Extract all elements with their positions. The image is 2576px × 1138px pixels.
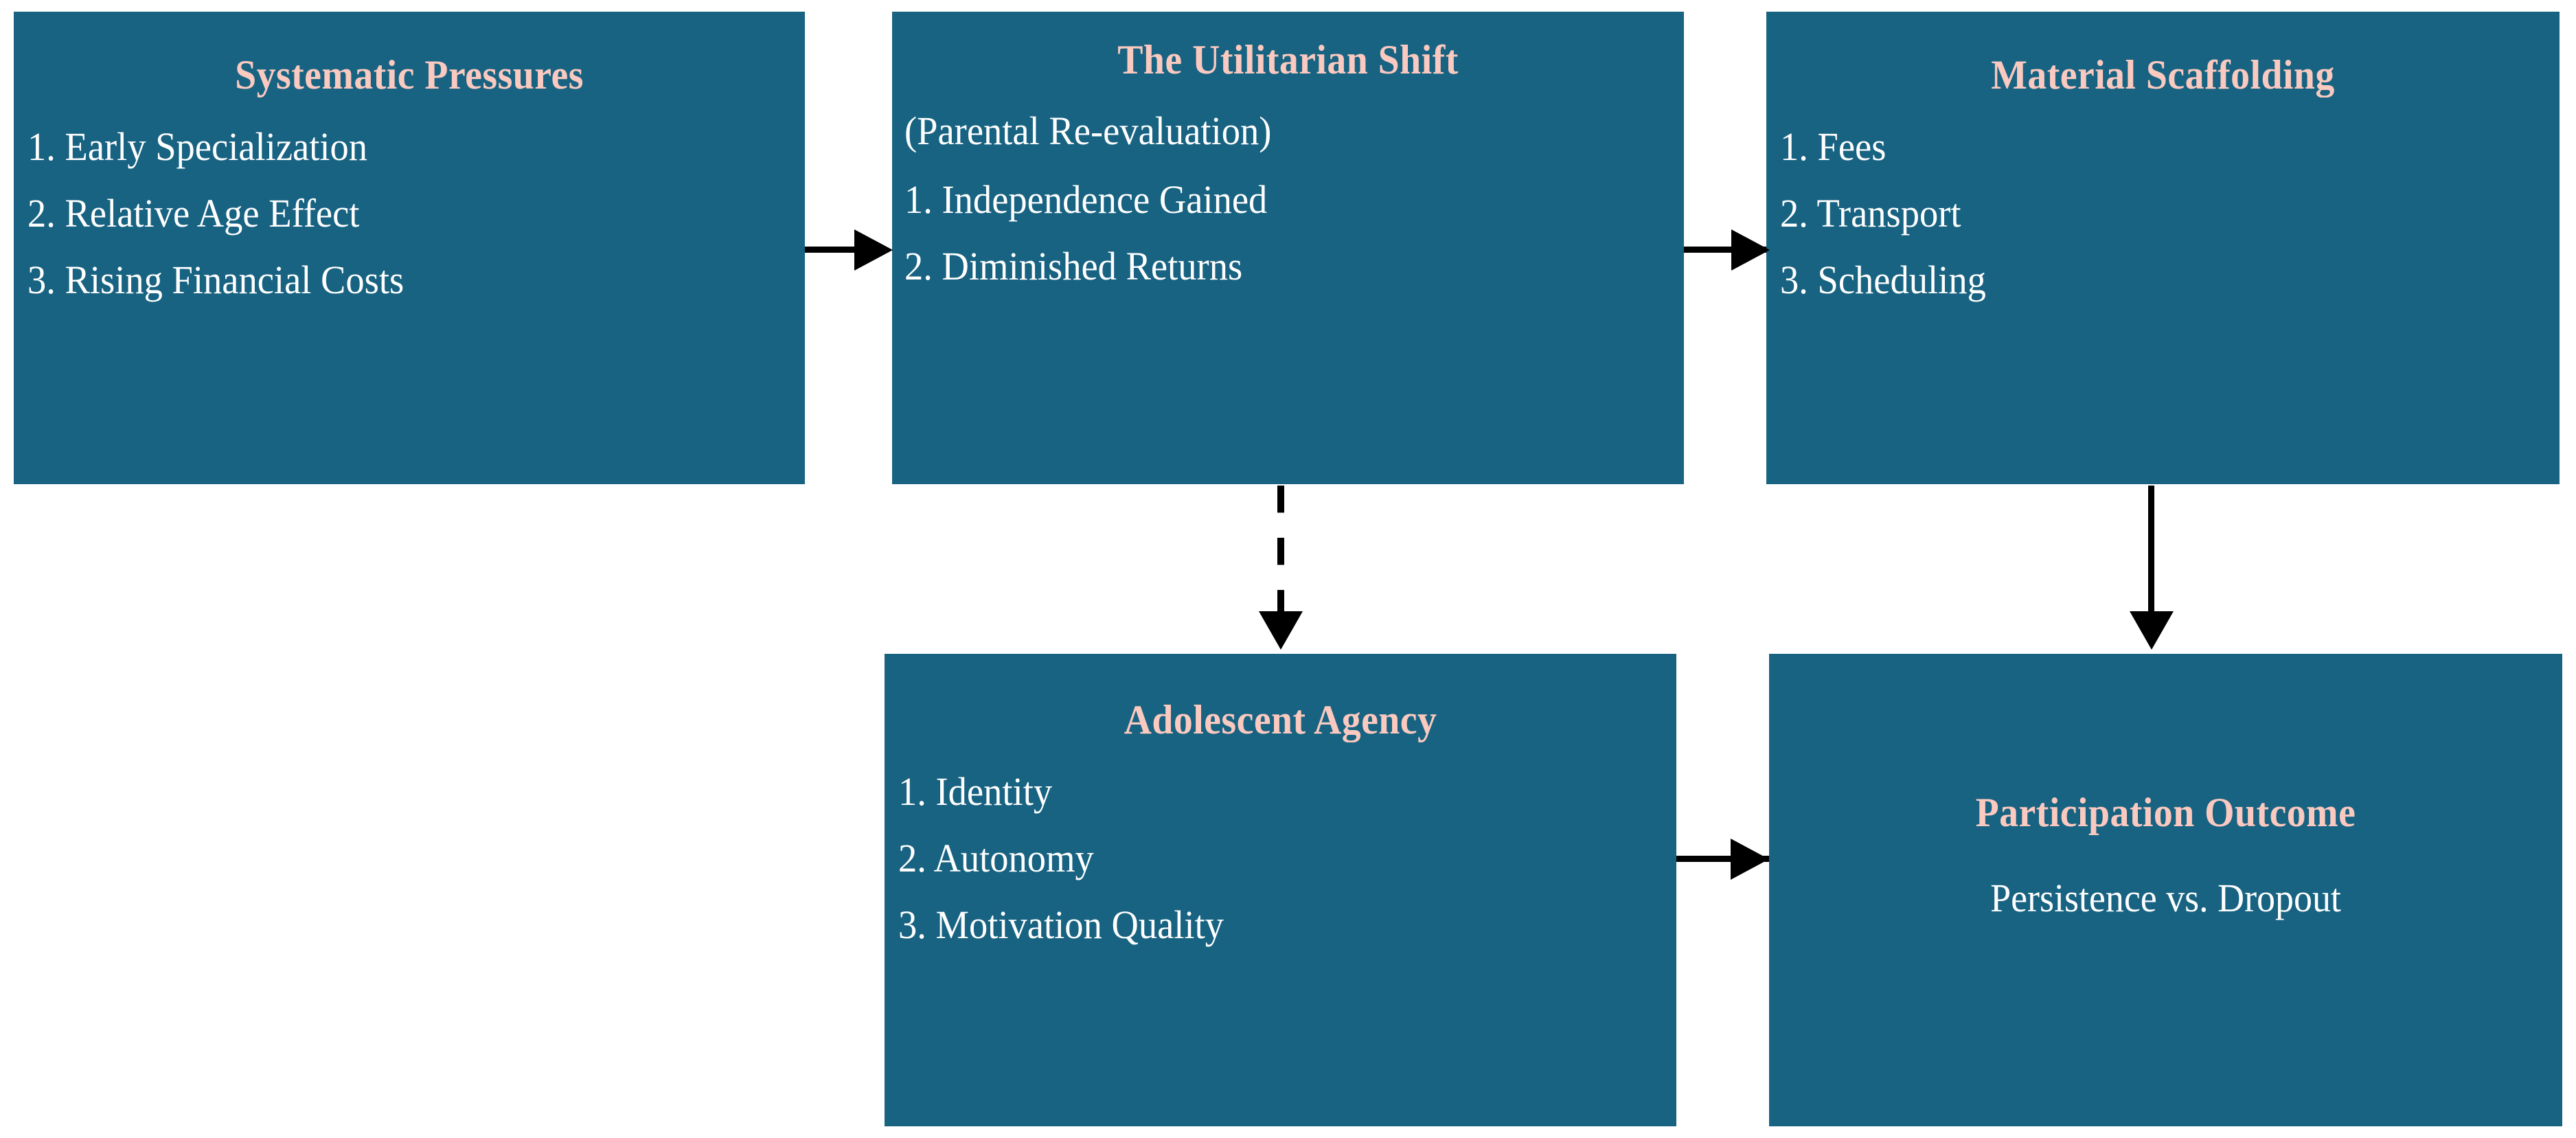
node-adolescent-agency-list: 1. Identity 2. Autonomy 3. Motivation Qu… [898, 772, 1244, 945]
list-item: 3. Rising Financial Costs [27, 258, 404, 302]
node-material-scaffolding[interactable]: Material Scaffolding 1. Fees 2. Transpor… [1766, 12, 2560, 484]
arrow-head-icon [2130, 611, 2174, 650]
node-systematic-pressures[interactable]: Systematic Pressures 1. Early Specializa… [14, 12, 805, 484]
node-utilitarian-shift-subtitle: (Parental Re-evaluation) [904, 109, 1272, 153]
list-item: 1. Independence Gained [904, 177, 1268, 222]
node-systematic-pressures-list: 1. Early Specialization 2. Relative Age … [27, 127, 428, 300]
list-item: 3. Motivation Quality [898, 902, 1224, 947]
node-utilitarian-shift-title: The Utilitarian Shift [1117, 37, 1459, 82]
node-participation-outcome[interactable]: Participation Outcome Persistence vs. Dr… [1769, 654, 2562, 1126]
list-item: 2. Autonomy [898, 836, 1094, 880]
node-participation-outcome-subtitle: Persistence vs. Dropout [1990, 876, 2341, 920]
arrow-shaft [2148, 486, 2154, 620]
node-systematic-pressures-title: Systematic Pressures [235, 52, 584, 98]
node-material-scaffolding-list: 1. Fees 2. Transport 3. Scheduling [1780, 127, 1999, 300]
list-item: 1. Fees [1780, 124, 1887, 169]
node-adolescent-agency-title: Adolescent Agency [1124, 697, 1437, 742]
arrow-shaft [1676, 856, 1769, 862]
arrow-head-icon [1259, 611, 1303, 650]
list-item: 2. Diminished Returns [904, 244, 1243, 288]
arrow-shaft-dashed [1277, 486, 1284, 613]
arrow-head-icon [1731, 839, 1769, 880]
node-material-scaffolding-title: Material Scaffolding [1991, 52, 2335, 98]
arrow-head-icon [854, 229, 893, 271]
list-item: 1. Early Specialization [27, 124, 368, 169]
list-item: 2. Relative Age Effect [27, 191, 360, 236]
node-utilitarian-shift[interactable]: The Utilitarian Shift (Parental Re-evalu… [892, 12, 1684, 484]
list-item: 3. Scheduling [1780, 258, 1986, 302]
list-item: 2. Transport [1780, 191, 1961, 236]
arrow-shaft [1684, 247, 1766, 253]
node-adolescent-agency[interactable]: Adolescent Agency 1. Identity 2. Autonom… [885, 654, 1676, 1126]
node-utilitarian-shift-list: 1. Independence Gained 2. Diminished Ret… [904, 180, 1290, 286]
node-participation-outcome-title: Participation Outcome [1975, 790, 2356, 835]
list-item: 1. Identity [898, 769, 1053, 814]
arrow-shaft [805, 247, 887, 253]
arrow-head-icon [1731, 229, 1770, 271]
